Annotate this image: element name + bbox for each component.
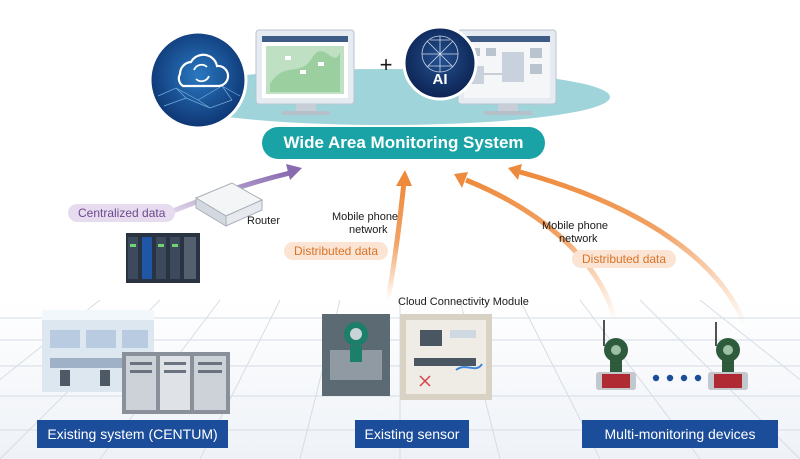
ellipsis-dots	[652, 374, 702, 382]
plus-sign: +	[380, 52, 393, 77]
distributed-data-arrow	[454, 172, 618, 321]
distributed-data-label-2: Distributed data	[572, 250, 677, 268]
cabinet-photo	[122, 352, 230, 414]
mobile-network-label-1-line1: Mobile phone	[332, 211, 399, 223]
existing-system-label: Existing system (CENTUM)	[37, 420, 228, 448]
ai-network-icon: AI	[402, 25, 478, 101]
mobile-network-label-2-line2: network	[559, 233, 598, 245]
controller-icon	[126, 233, 200, 283]
wide-area-monitoring-title: Wide Area Monitoring System	[262, 127, 545, 159]
distributed-data-label-1: Distributed data	[284, 242, 389, 260]
distributed-data-arrow	[385, 170, 412, 301]
multi-monitoring-devices-label: Multi-monitoring devices	[582, 420, 778, 448]
mobile-network-label-1-line2: network	[349, 224, 388, 236]
router-label: Router	[247, 215, 281, 227]
existing-sensor-label: Existing sensor	[355, 420, 469, 448]
flowmeter-icon	[708, 322, 748, 390]
control-room-photo	[42, 310, 154, 392]
router-icon	[194, 182, 264, 227]
distributed-data-arrow	[508, 164, 748, 326]
cloud-connectivity-module-label: Cloud Connectivity Module	[398, 296, 529, 308]
flowmeter-icon	[596, 320, 636, 390]
cloud-sync-icon	[148, 30, 248, 130]
transmitter-photo	[322, 314, 390, 396]
cloud-connectivity-module-photo	[400, 314, 492, 400]
mobile-network-label-2-line1: Mobile phone	[542, 220, 609, 232]
monitor-icon	[255, 29, 355, 115]
svg-text:AI: AI	[433, 71, 448, 88]
centralized-data-label: Centralized data	[68, 204, 176, 222]
